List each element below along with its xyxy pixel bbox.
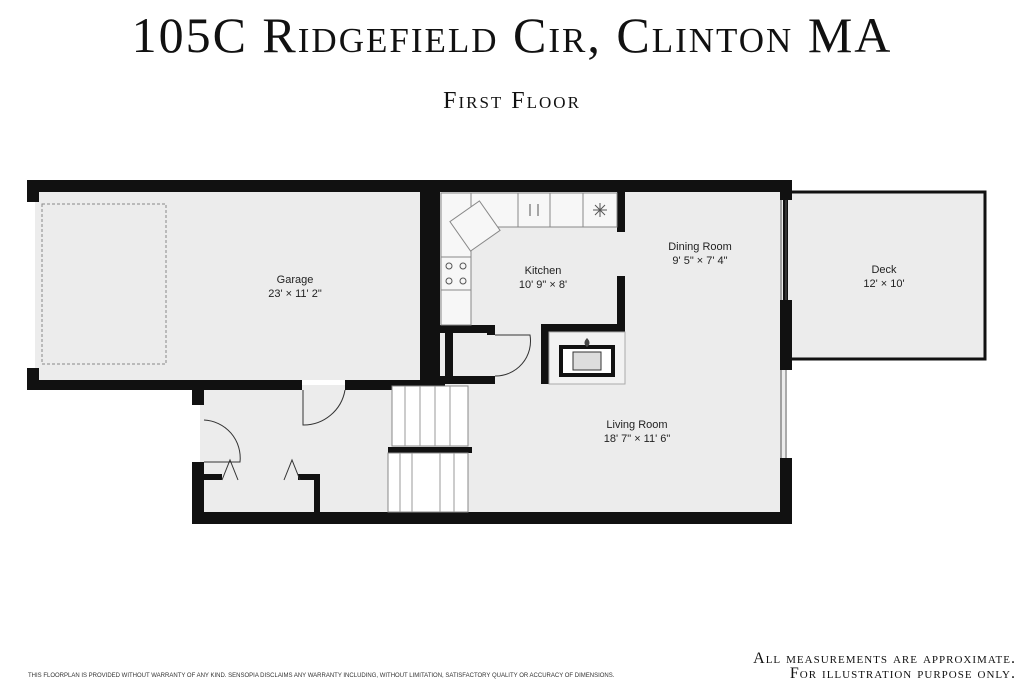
flame-icon	[584, 338, 590, 347]
wall-kitchen-partition	[617, 276, 625, 331]
address-title: 105C Ridgefield Cir, Clinton MA	[131, 7, 893, 63]
wall-fireplace-top	[541, 324, 625, 332]
snowflake-4	[594, 204, 606, 216]
garage-label: Garage	[277, 274, 314, 286]
kitchen-label: Kitchen	[525, 265, 562, 277]
floor-fills	[35, 190, 985, 515]
burner-1	[445, 262, 453, 270]
illustration-note: For illustration purpose only.	[789, 665, 1016, 682]
wall-utility-top	[298, 474, 320, 480]
disclaimer-text: THIS FLOORPLAN IS PROVIDED WITHOUT WARRA…	[28, 673, 615, 679]
stair-treads	[399, 386, 455, 512]
deck-dims: 12' × 10'	[863, 278, 904, 290]
kitchen-counters	[440, 192, 618, 326]
kitchen-dims: 10' 9" × 8'	[519, 279, 567, 291]
deck-label: Deck	[871, 264, 897, 276]
dining-room-label: Dining Room	[668, 241, 732, 253]
deck-floor	[785, 193, 985, 358]
utility-door	[283, 458, 301, 481]
floor-title: First Floor	[443, 88, 581, 114]
wall-closet-bottom	[440, 376, 495, 384]
wall-kitchen-island-end	[617, 192, 625, 232]
stair-upper	[391, 385, 469, 447]
garage-dims: 23' × 11' 2"	[268, 288, 322, 300]
walls	[27, 180, 792, 524]
dishwasher	[517, 192, 551, 228]
burner-3	[445, 277, 453, 285]
stove	[440, 256, 472, 291]
garage-entry-door	[302, 389, 346, 426]
wall-entry-left-lower	[192, 462, 204, 524]
wall-entry-closet-top	[204, 474, 222, 480]
wall-closet-top	[440, 325, 495, 333]
stair-lower	[387, 452, 469, 513]
wall-bottom	[192, 512, 792, 524]
wall-entry-left-upper	[192, 385, 204, 405]
closet-door	[494, 334, 531, 377]
wall-utility-side	[314, 474, 320, 514]
doors	[203, 334, 531, 481]
fireplace-firebox	[572, 351, 602, 371]
right-wall-sliders	[780, 200, 787, 458]
entry-closet-door-1	[221, 458, 239, 481]
wall-fireplace-left	[541, 324, 549, 384]
wall-closet-right	[487, 325, 495, 335]
living-room-label: Living Room	[606, 419, 667, 431]
garage-door-outline	[41, 203, 167, 365]
wall-garage-left-upper	[27, 180, 39, 202]
wall-stair-divider	[388, 447, 472, 453]
wall-top	[27, 180, 792, 192]
garage-floor	[35, 190, 420, 380]
dining-room-dims: 9' 5" × 7' 4"	[672, 255, 727, 267]
wall-center-spine	[420, 180, 440, 390]
wall-right-lower	[780, 458, 792, 524]
wall-garage-bottom-right	[345, 380, 445, 390]
sink-cabinet	[449, 200, 501, 252]
front-door	[203, 419, 241, 463]
measurement-note: All measurements are approximate.	[753, 650, 1016, 667]
burner-2	[459, 262, 467, 270]
living-room-dims: 18' 7" × 11' 6"	[604, 433, 671, 445]
wall-garage-bottom	[27, 380, 302, 390]
wall-closet-left	[445, 325, 453, 384]
appliance-marks	[445, 203, 607, 285]
burner-4	[459, 277, 467, 285]
